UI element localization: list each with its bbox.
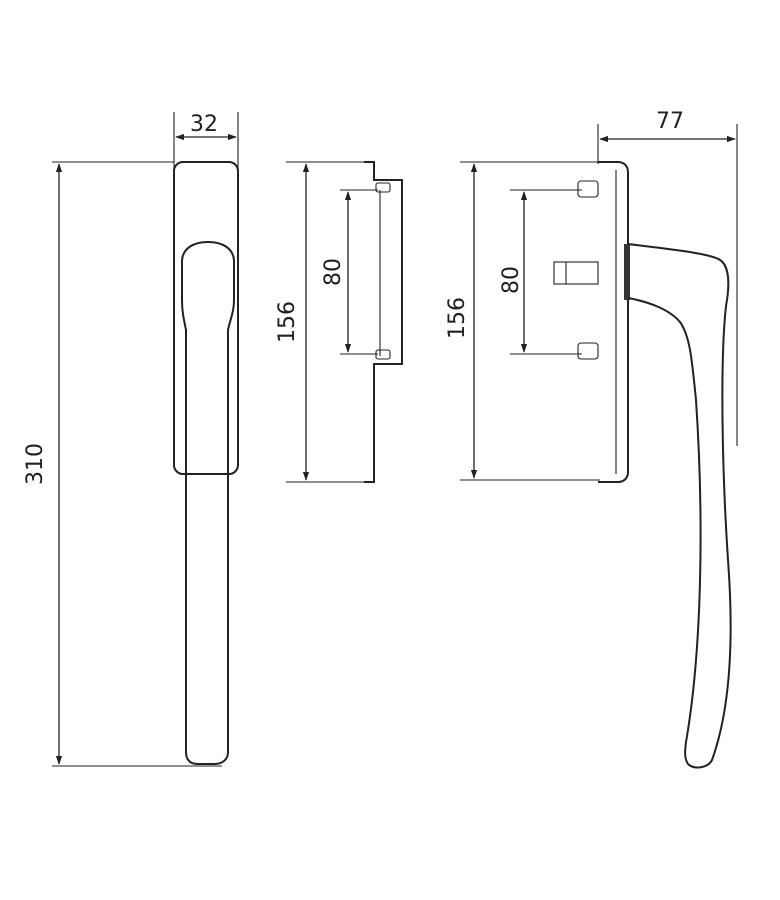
side-view: 156 80 <box>275 161 403 483</box>
side-pin-bottom <box>375 349 391 360</box>
side-pin-top <box>375 182 391 193</box>
profile-pin-top <box>577 180 599 198</box>
profile-77-label: 77 <box>656 109 684 134</box>
profile-handle-lever <box>627 243 732 769</box>
side-156-label: 156 <box>275 301 300 343</box>
side-plate <box>364 161 403 483</box>
side-80-label: 80 <box>321 258 346 286</box>
profile-pin-bottom <box>577 342 599 360</box>
front-height-label: 310 <box>23 443 48 485</box>
profile-80-label: 80 <box>499 266 524 294</box>
front-view: 32 310 <box>23 112 239 767</box>
profile-rosette <box>624 244 630 300</box>
front-base-plate <box>173 161 239 475</box>
profile-view: 156 80 77 <box>445 109 738 769</box>
front-handle-lever <box>181 240 235 765</box>
front-width-label: 32 <box>190 112 218 137</box>
profile-156-label: 156 <box>445 297 470 339</box>
profile-base-plate <box>598 161 629 483</box>
profile-spindle <box>553 261 599 285</box>
